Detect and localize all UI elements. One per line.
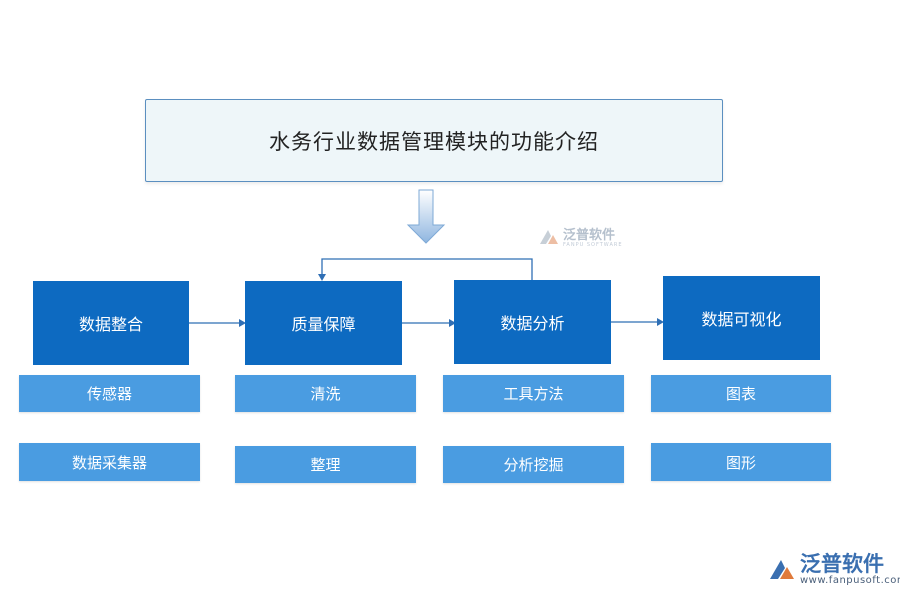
feedback-loop-analysis-to-quality	[321, 258, 533, 280]
sub-item-label: 图表	[725, 385, 756, 403]
module-label: 质量保障	[291, 315, 356, 334]
fanpu-logo-icon	[540, 230, 558, 244]
sub-item-label: 传感器	[86, 385, 132, 403]
module-quality-assurance: 质量保障	[245, 281, 402, 365]
sub-item-graphics: 图形	[651, 443, 831, 481]
module-data-analysis: 数据分析	[454, 280, 611, 364]
watermark-brand: 泛普软件	[563, 227, 616, 243]
sub-item-label: 数据采集器	[71, 453, 147, 472]
module-label: 数据可视化	[701, 310, 782, 329]
sub-item-cleaning: 清洗	[235, 375, 416, 412]
module-label: 数据分析	[500, 314, 565, 333]
watermark-brand-en: FANPU SOFTWARE	[563, 241, 623, 248]
diagram-title: 水务行业数据管理模块的功能介绍	[269, 129, 599, 154]
watermark-brand-large: 泛普软件	[800, 552, 884, 576]
fanpu-logo-icon	[770, 559, 794, 579]
sub-item-label: 清洗	[310, 385, 341, 403]
down-arrow	[406, 189, 446, 244]
diagram-title-box: 水务行业数据管理模块的功能介绍	[145, 99, 723, 182]
sub-item-charts: 图表	[651, 375, 831, 412]
sub-item-label: 整理	[310, 456, 341, 474]
watermark-url: www.fanpusoft.com	[800, 575, 900, 586]
sub-item-organizing: 整理	[235, 446, 416, 483]
module-label: 数据整合	[78, 315, 143, 334]
sub-item-data-collector: 数据采集器	[19, 443, 200, 481]
watermark-bottom-right: 泛普软件 www.fanpusoft.com	[768, 553, 900, 586]
sub-item-label: 分析挖掘	[503, 456, 564, 474]
watermark-center: 泛普软件 FANPU SOFTWARE	[538, 228, 623, 248]
sub-item-tools-methods: 工具方法	[443, 375, 624, 412]
sub-item-analysis-mining: 分析挖掘	[443, 446, 624, 483]
module-data-integration: 数据整合	[33, 281, 189, 365]
sub-item-label: 工具方法	[503, 385, 564, 403]
module-data-visualization: 数据可视化	[663, 276, 820, 360]
sub-item-label: 图形	[725, 453, 756, 472]
sub-item-sensor: 传感器	[19, 375, 200, 412]
